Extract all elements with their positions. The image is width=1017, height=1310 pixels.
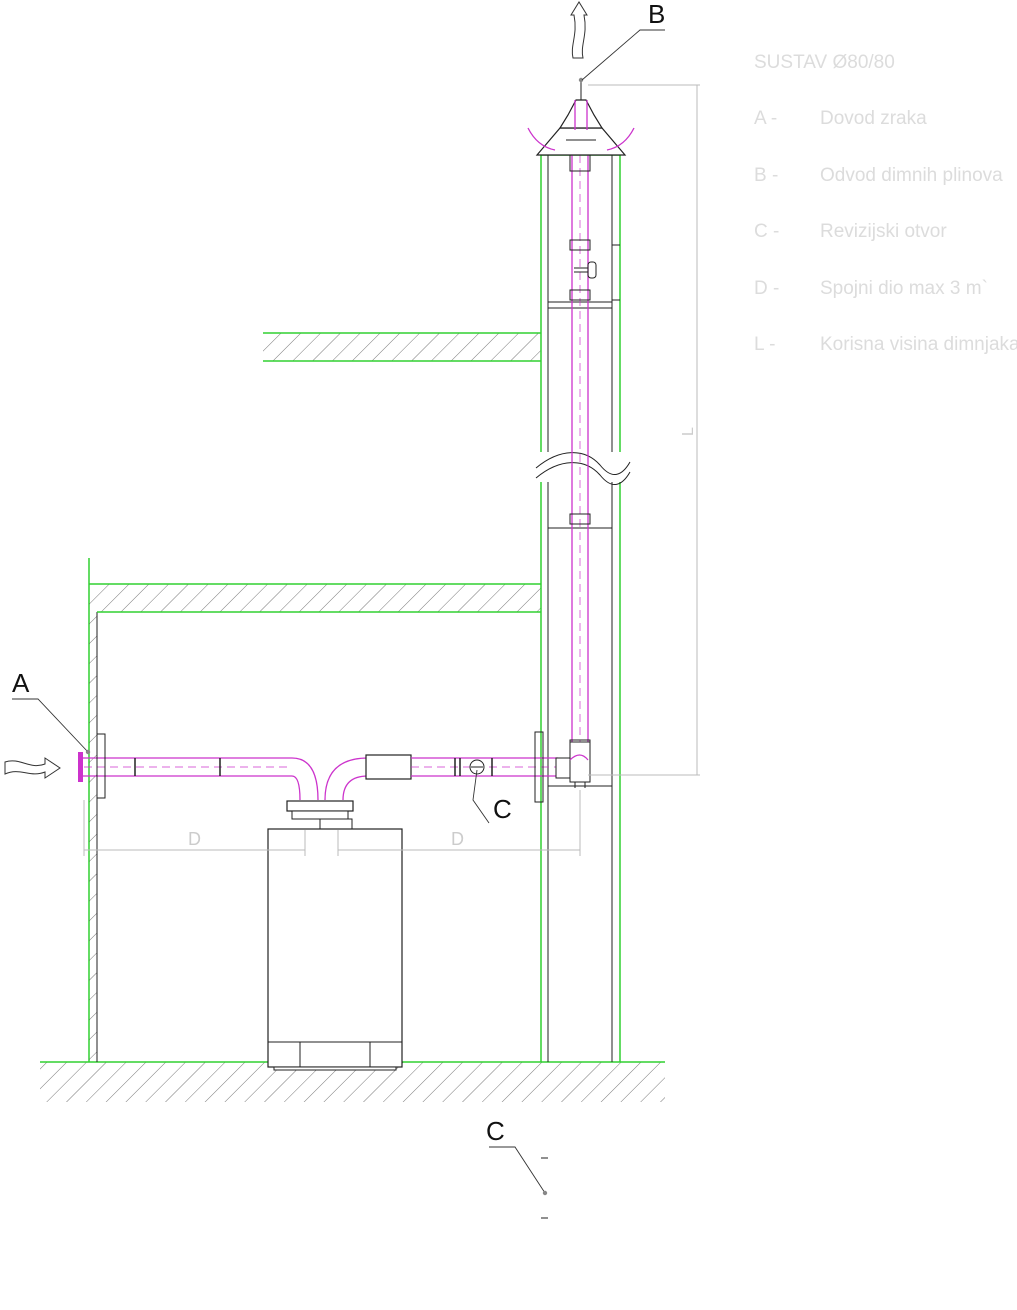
legend-code: A - — [754, 108, 778, 129]
label-c-pipe: C — [493, 794, 512, 824]
air-inlet-arrow-icon — [4, 757, 61, 779]
chimney-break-line — [535, 452, 631, 485]
leader-lines — [12, 29, 665, 1194]
legend-item: C - Revizijski otvor — [754, 221, 1017, 243]
legend-text: Dovod zraka — [820, 108, 927, 129]
legend-title: SUSTAV Ø80/80 — [754, 52, 895, 73]
ceiling-slab-lower — [89, 583, 541, 613]
dimension-lines — [83, 84, 700, 856]
legend-code: D - — [754, 277, 780, 299]
air-intake-pipe — [78, 733, 319, 801]
dimension-label-d-left: D — [188, 829, 201, 849]
roof-terminal — [527, 77, 635, 156]
legend-item: B - Odvod dimnih plinova — [754, 165, 1017, 187]
legend-code: L - — [754, 334, 776, 355]
outer-wall — [88, 558, 98, 1062]
legend-text: Spojni dio max 3 m` — [820, 277, 988, 299]
legend-text: Revizijski otvor — [820, 221, 947, 242]
legend-text: Korisna visina dimnjaka — [820, 334, 1017, 355]
legend-code: B - — [754, 164, 779, 186]
label-c-chimney: C — [486, 1116, 505, 1146]
flue-connector-pipe — [324, 731, 591, 803]
dimension-label-d-right: D — [451, 829, 464, 849]
legend-item: A - Dovod zraka — [754, 108, 1017, 130]
legend-item: D - Spojni dio max 3 m` — [754, 278, 1017, 300]
boiler-unit — [267, 800, 403, 1071]
dimension-label-l: L — [680, 427, 697, 436]
flue-gas-arrow-icon — [570, 1, 588, 59]
leader-dot-c — [542, 1190, 548, 1196]
leader-dot-a — [85, 749, 91, 755]
chimney-stack — [540, 154, 621, 1219]
legend-item: L - Korisna visina dimnjaka — [754, 334, 1017, 356]
legend-code: C - — [754, 221, 780, 242]
label-b: B — [648, 0, 665, 29]
legend: SUSTAV Ø80/80 A - Dovod zraka B - Odvod di… — [754, 52, 1017, 391]
ceiling-slab-upper — [263, 332, 541, 362]
legend-text: Odvod dimnih plinova — [820, 164, 1003, 186]
label-a: A — [12, 668, 30, 698]
